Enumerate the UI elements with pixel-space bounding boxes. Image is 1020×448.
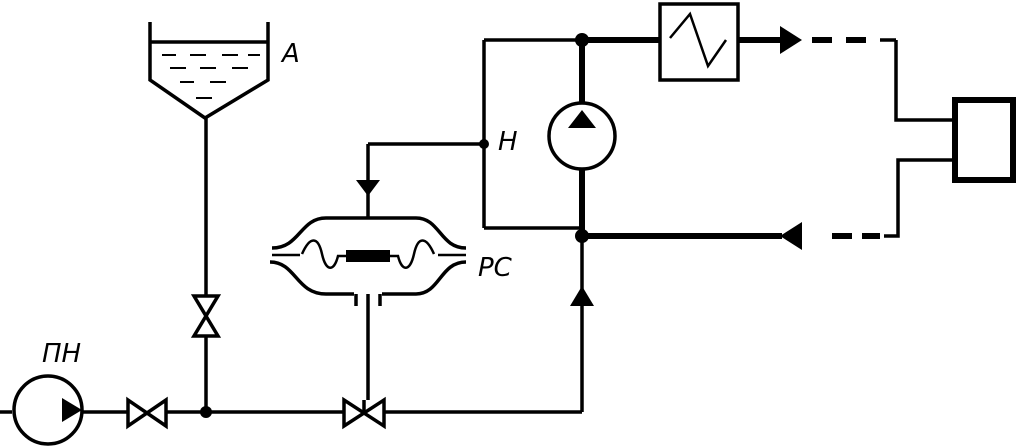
- feed-pump-arrow: [62, 398, 82, 422]
- valve-icon[interactable]: [190, 294, 222, 338]
- tank-water-marks: [162, 54, 260, 99]
- pressure-regulator: PC: [269, 216, 513, 400]
- consumer-box-icon: [952, 97, 1016, 183]
- regulator-housing-lower: [269, 260, 467, 296]
- feed-pump-label: ПН: [42, 339, 81, 369]
- expansion-tank: A: [148, 22, 300, 121]
- supply-to-consumer-pipe: [894, 40, 954, 122]
- regulator-core: [346, 250, 390, 262]
- tank-outline: [148, 22, 270, 121]
- valve-icon[interactable]: [342, 396, 386, 430]
- impulse-arrow-down-icon: [356, 180, 380, 196]
- feed-pump: ПН: [0, 339, 84, 446]
- pump-arrow-up-icon: [568, 110, 596, 128]
- heater-icon: [658, 2, 740, 82]
- regulator-label: PC: [478, 253, 513, 283]
- valve-icon[interactable]: [126, 396, 168, 430]
- regulator-bellows: [300, 239, 436, 269]
- regulator-housing: [271, 216, 467, 250]
- return-arrow-left-icon: [780, 222, 802, 250]
- point-h-label: H: [498, 127, 518, 157]
- junction-dot: [200, 406, 212, 418]
- supply-arrow-right-icon: [780, 26, 802, 54]
- tank-label: A: [280, 39, 300, 69]
- return-from-consumer-pipe: [884, 158, 954, 238]
